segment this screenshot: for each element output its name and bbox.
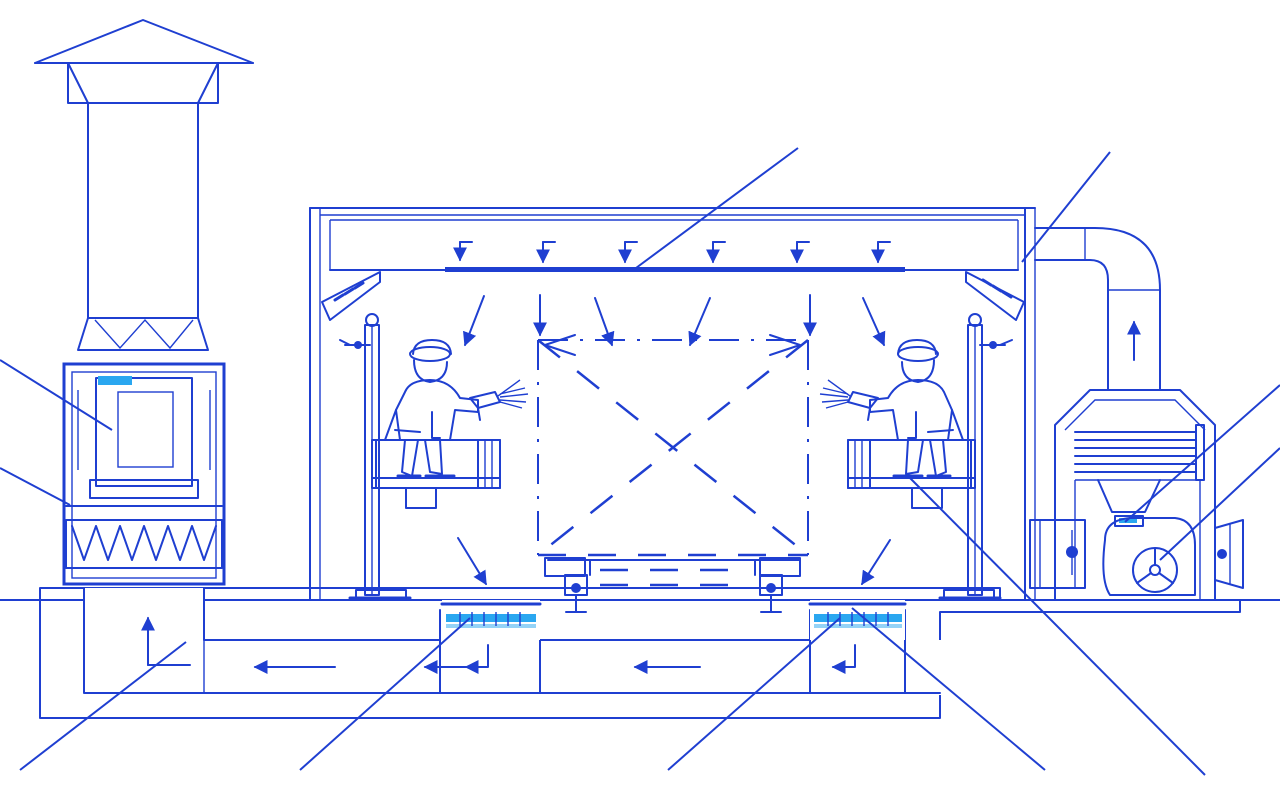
supply-motor-right bbox=[1214, 519, 1244, 589]
supply-fan bbox=[1102, 517, 1196, 596]
painter-left bbox=[384, 339, 479, 478]
channel-flow-arrows bbox=[141, 616, 701, 674]
airflow-arrows bbox=[457, 294, 891, 586]
leader-filter-media bbox=[0, 467, 71, 506]
leader-supply-duct bbox=[1021, 151, 1111, 263]
spray-gun-left bbox=[469, 379, 529, 421]
leader-floor-pit bbox=[851, 607, 1046, 771]
leader-platform bbox=[909, 477, 1206, 776]
leader-heat-exchanger bbox=[1124, 384, 1280, 523]
leader-filter-unit bbox=[0, 359, 113, 431]
supply-motor-left bbox=[1029, 519, 1086, 589]
leader-grating-left bbox=[299, 617, 471, 771]
leader-supply-fan bbox=[1159, 447, 1280, 561]
callout-leaders bbox=[0, 147, 1280, 776]
floor-grating-right bbox=[808, 600, 907, 674]
floor-grating-left bbox=[440, 600, 542, 674]
spray-gun-right bbox=[819, 379, 879, 421]
heat-exchanger-louvres bbox=[1074, 424, 1205, 481]
concrete-foundation bbox=[39, 587, 1241, 719]
air-supply-unit bbox=[1054, 389, 1216, 601]
booth-frame bbox=[309, 207, 1036, 601]
painter-right bbox=[869, 339, 964, 478]
exhaust-stack bbox=[34, 19, 254, 351]
vehicle-lift-right bbox=[754, 574, 788, 613]
ceiling-supply-arrows bbox=[453, 241, 891, 264]
leader-exhaust-duct bbox=[19, 641, 187, 771]
vehicle-outline bbox=[537, 334, 809, 587]
vehicle-lift-left bbox=[559, 574, 593, 613]
supply-air-duct bbox=[1034, 227, 1161, 391]
exhaust-filter-unit bbox=[62, 362, 226, 586]
worker-platform-left bbox=[371, 439, 501, 509]
leader-ceiling-filter bbox=[635, 147, 799, 269]
leader-grating-right bbox=[667, 617, 841, 771]
